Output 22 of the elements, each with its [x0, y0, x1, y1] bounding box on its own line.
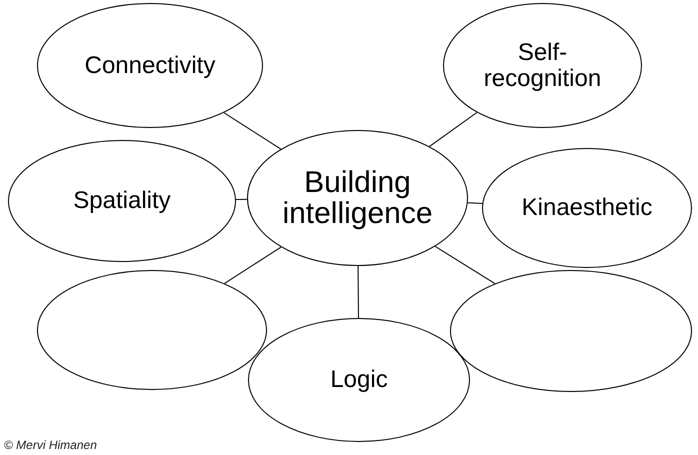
node-label: Spatiality — [72, 188, 172, 214]
connector-line — [235, 198, 248, 200]
connector-line — [223, 112, 282, 150]
ellipse-node — [482, 148, 692, 268]
connector-line — [467, 202, 483, 204]
node-label: Logic — [329, 367, 389, 393]
ellipse-node — [37, 3, 263, 128]
connector-line — [224, 246, 282, 284]
ellipse-node — [443, 3, 642, 128]
ellipse-node — [450, 270, 692, 392]
connector-line — [429, 112, 478, 147]
ellipse-node — [247, 130, 468, 266]
ellipse-node — [8, 140, 236, 262]
node-label: Connectivity — [84, 52, 216, 78]
copyright-note: © Mervi Himanen — [4, 438, 97, 452]
node-label: Kinaesthetic — [520, 195, 654, 221]
connector-line — [434, 246, 496, 284]
ellipse-node — [248, 318, 470, 442]
connector-line — [358, 266, 359, 318]
node-label: Self- recognition — [482, 40, 602, 91]
node-label: Building intelligence — [281, 166, 434, 230]
ellipse-node — [37, 270, 267, 390]
